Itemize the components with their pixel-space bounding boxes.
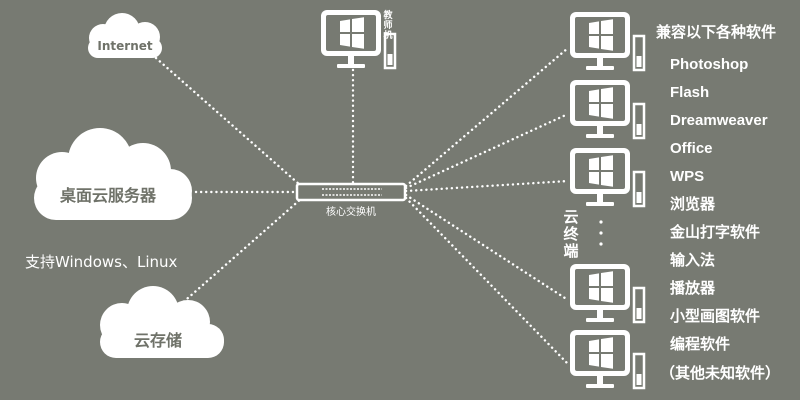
terminal-computer-icon (568, 262, 646, 324)
link-terminal-5 (404, 196, 570, 366)
storage-cloud: 云存储 (100, 286, 224, 358)
software-item: 播放器 (670, 279, 716, 297)
link-terminal-4 (404, 193, 570, 302)
cloud-terminal-char-2: 终 (563, 225, 579, 243)
software-heading: 兼容以下各种软件 (656, 23, 776, 41)
storage-label: 云存储 (134, 331, 182, 350)
internet-label: Internet (97, 39, 152, 53)
teacher-label-char-1: 教 (382, 9, 393, 21)
terminal-computer-icon (568, 328, 646, 390)
software-item: WPS (670, 168, 704, 185)
software-item: Flash (670, 84, 709, 101)
switch-label: 核心交换机 (326, 205, 376, 218)
terminal-computer-icon (568, 146, 646, 208)
terminal-computer-icon (568, 78, 646, 140)
cloud-terminal-char-3: 端 (563, 242, 578, 260)
terminal-computer-icon (568, 10, 646, 72)
terminal-ellipsis (599, 220, 603, 246)
software-item: 编程软件 (670, 335, 730, 353)
link-terminal-1 (404, 46, 570, 188)
cloud-icon (88, 13, 162, 58)
cloud-icon (100, 286, 224, 358)
software-item: 浏览器 (670, 195, 716, 213)
software-list: Photoshop Flash Dreamweaver Office WPS 浏… (660, 56, 780, 382)
software-item: 金山打字软件 (669, 223, 760, 241)
teacher-label-char-3: 机 (383, 29, 392, 41)
link-storage (178, 196, 304, 307)
software-item: （其他未知软件） (660, 364, 780, 382)
teacher-machine-label: 教 师 机 (382, 9, 393, 41)
software-item: 输入法 (670, 251, 715, 269)
connection-links (154, 46, 570, 366)
cloud-icon (34, 128, 192, 220)
software-item: Office (670, 140, 713, 157)
cloud-terminal-label: 云 终 端 (563, 208, 579, 260)
software-item: Photoshop (670, 56, 748, 73)
link-internet (154, 56, 302, 187)
network-switch-icon (295, 182, 407, 202)
teacher-label-char-2: 师 (383, 19, 392, 31)
software-item: 小型画图软件 (670, 307, 760, 325)
desktop-server-label: 桌面云服务器 (60, 186, 157, 205)
internet-cloud: Internet (88, 13, 162, 58)
cloud-terminal-char-1: 云 (563, 208, 578, 226)
desktop-server-os-caption: 支持Windows、Linux (25, 253, 177, 271)
software-item: Dreamweaver (670, 112, 768, 129)
desktop-server-cloud: 桌面云服务器 (34, 128, 192, 220)
link-terminal-2 (404, 112, 570, 190)
link-terminal-3 (404, 179, 570, 193)
